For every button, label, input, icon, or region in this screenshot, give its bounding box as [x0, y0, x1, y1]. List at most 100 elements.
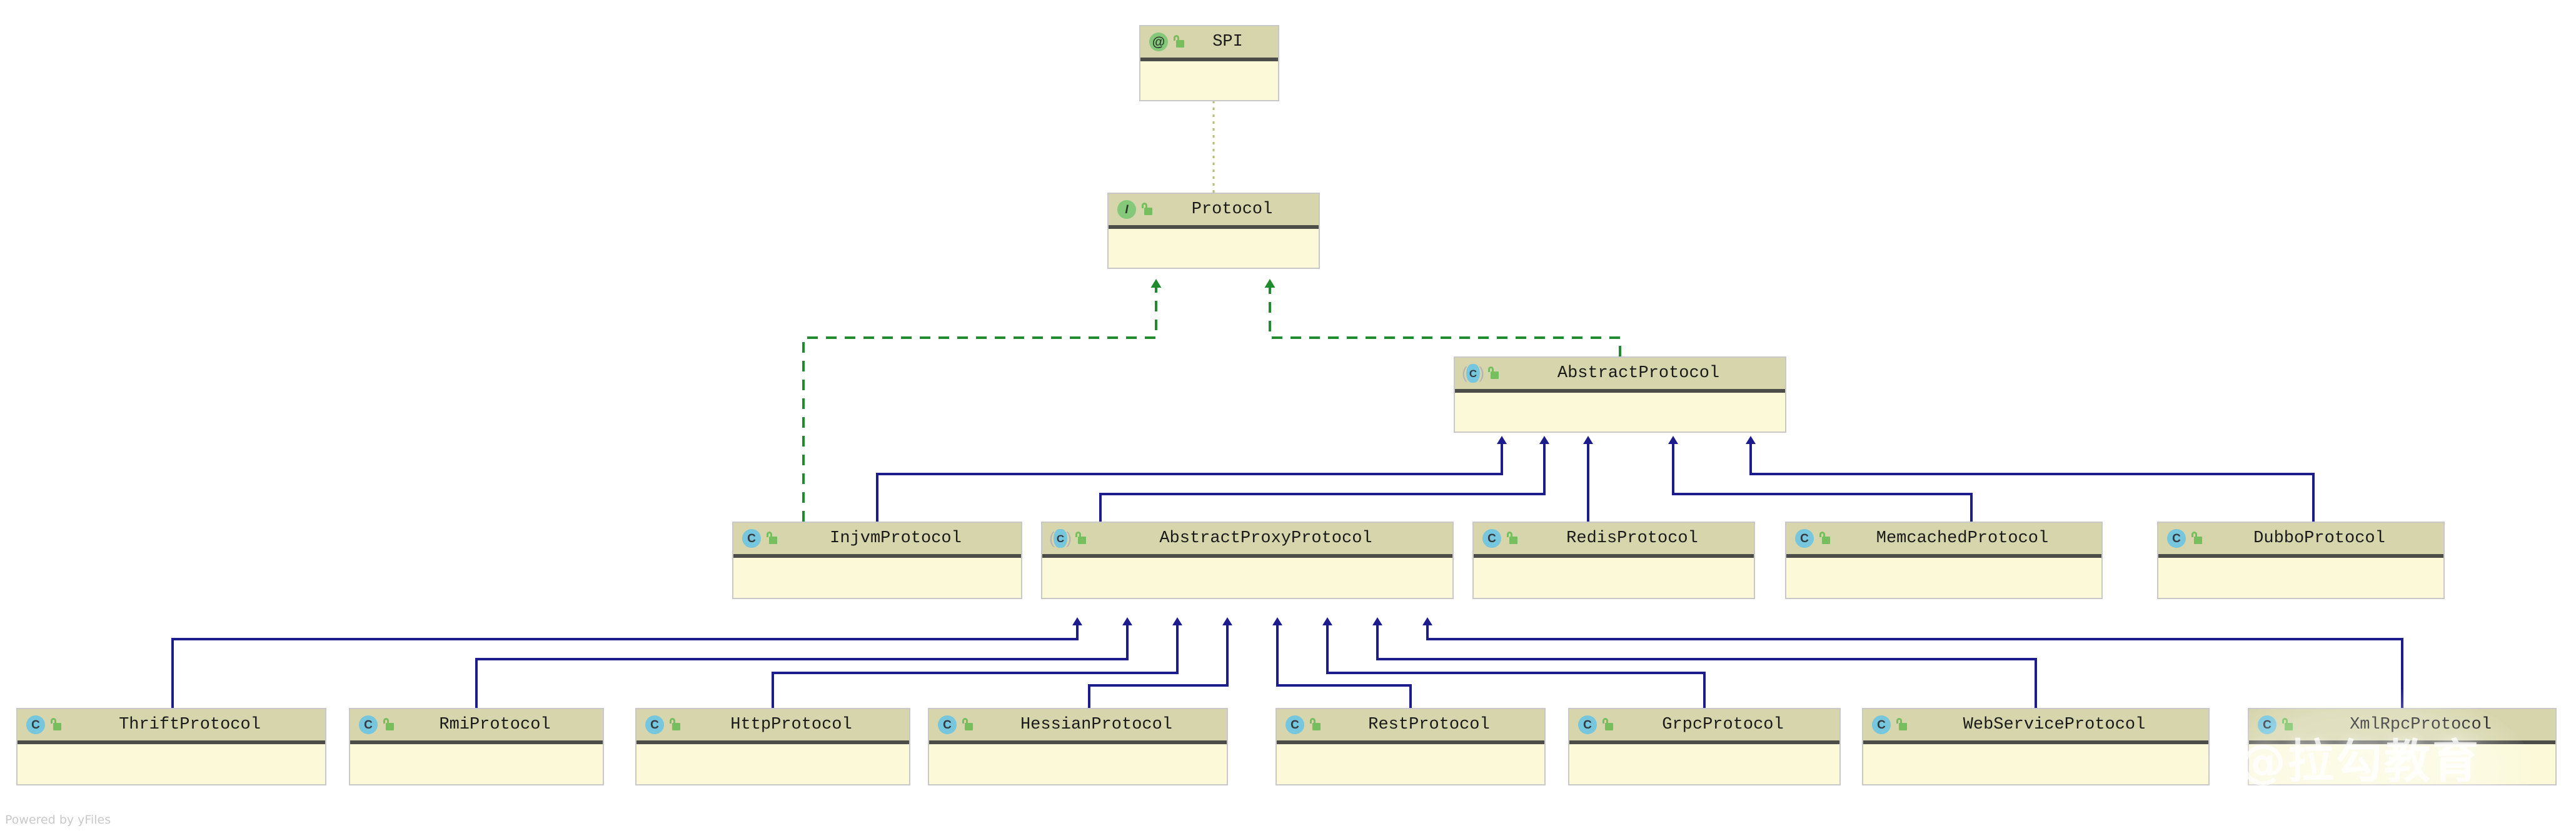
- uml-node-abstractprot[interactable]: ()C AbstractProtocol: [1454, 356, 1786, 433]
- node-header: C WebServiceProtocol: [1863, 709, 2208, 744]
- padlock-body: [1605, 723, 1613, 730]
- node-members-compartment: [1863, 744, 2208, 780]
- node-title: Protocol: [1191, 200, 1273, 219]
- node-members-compartment: [1786, 558, 2101, 594]
- badge-glyph: C: [359, 715, 378, 734]
- padlock-body: [1176, 40, 1184, 48]
- node-header: C RmiProtocol: [350, 709, 603, 744]
- abstract-paren-left-icon: (: [1462, 363, 1467, 382]
- abstract-paren-right-icon: ): [1479, 363, 1484, 382]
- node-members-compartment: [2249, 744, 2555, 780]
- unlocked-padlock-icon: [1601, 718, 1614, 732]
- badge-glyph: C: [2167, 529, 2186, 548]
- edge-abstractproxy-to-abstractprotocol: [1099, 436, 1549, 522]
- class-badge-icon: C: [26, 715, 45, 734]
- node-title: HttpProtocol: [730, 715, 852, 734]
- padlock-shackle: [1310, 718, 1316, 724]
- node-title: InjvmProtocol: [830, 529, 962, 548]
- node-members-compartment: [1042, 558, 1452, 594]
- unlocked-padlock-icon: [382, 718, 395, 732]
- uml-node-protocol[interactable]: I Protocol: [1107, 193, 1320, 269]
- badge-glyph: C: [1285, 715, 1304, 734]
- edge-thrift-to-abstractproxy: [171, 617, 1082, 708]
- node-title: WebServiceProtocol: [1963, 715, 2146, 734]
- node-title: ThriftProtocol: [119, 715, 261, 734]
- node-header: C MemcachedProtocol: [1786, 523, 2101, 558]
- padlock-body: [1899, 723, 1907, 730]
- padlock-body: [1312, 723, 1321, 730]
- padlock-shackle: [1142, 203, 1147, 208]
- node-members-compartment: [350, 744, 603, 780]
- class-badge-icon: C: [1872, 715, 1891, 734]
- edge-rest-to-abstractproxy: [1272, 617, 1412, 708]
- node-header: C HttpProtocol: [636, 709, 909, 744]
- node-members-compartment: [18, 744, 325, 780]
- uml-node-spi[interactable]: @ SPI: [1139, 25, 1279, 101]
- class-badge-icon: ()C: [1049, 528, 1072, 548]
- class-badge-icon: C: [1795, 529, 1814, 548]
- unlocked-padlock-icon: [1506, 532, 1518, 545]
- node-header: C HessianProtocol: [929, 709, 1227, 744]
- node-title: RmiProtocol: [439, 715, 551, 734]
- node-title: MemcachedProtocol: [1876, 529, 2049, 548]
- badge-glyph: C: [1795, 529, 1814, 548]
- abstract-paren-left-icon: (: [1049, 528, 1055, 547]
- unlocked-padlock-icon: [1172, 35, 1185, 49]
- unlocked-padlock-icon: [1309, 718, 1321, 732]
- badge-glyph: C: [645, 715, 664, 734]
- uml-node-hessian[interactable]: C HessianProtocol: [928, 708, 1228, 785]
- class-badge-icon: C: [938, 715, 957, 734]
- class-badge-icon: C: [645, 715, 664, 734]
- node-members-compartment: [636, 744, 909, 780]
- unlocked-padlock-icon: [1074, 532, 1087, 545]
- uml-node-http[interactable]: C HttpProtocol: [635, 708, 910, 785]
- node-header: @ SPI: [1140, 26, 1278, 61]
- padlock-body: [1491, 371, 1499, 379]
- padlock-shackle: [1896, 718, 1902, 724]
- badge-glyph: C: [2258, 715, 2277, 734]
- class-badge-icon: C: [1578, 715, 1597, 734]
- edge-webservice-to-abstractproxy: [1372, 617, 2037, 708]
- uml-node-thrift[interactable]: C ThriftProtocol: [16, 708, 326, 785]
- interface-badge-icon: I: [1117, 200, 1136, 219]
- badge-glyph: C: [1466, 364, 1480, 383]
- node-title: AbstractProtocol: [1557, 364, 1720, 383]
- edge-abstractprotocol-to-protocol: [1264, 279, 1621, 356]
- node-title: HessianProtocol: [1020, 715, 1173, 734]
- uml-node-webservice[interactable]: C WebServiceProtocol: [1862, 708, 2210, 785]
- badge-glyph: @: [1149, 33, 1168, 51]
- uml-node-rmi[interactable]: C RmiProtocol: [349, 708, 604, 785]
- padlock-shackle: [1819, 532, 1825, 537]
- node-header: I Protocol: [1109, 194, 1319, 229]
- uml-node-memcached[interactable]: C MemcachedProtocol: [1785, 522, 2103, 599]
- node-title: SPI: [1212, 33, 1243, 51]
- unlocked-padlock-icon: [1818, 532, 1831, 545]
- node-members-compartment: [733, 558, 1021, 594]
- class-badge-icon: C: [2258, 715, 2277, 734]
- unlocked-padlock-icon: [2281, 718, 2293, 732]
- class-badge-icon: C: [359, 715, 378, 734]
- padlock-shackle: [1602, 718, 1608, 724]
- uml-node-injvm[interactable]: C InjvmProtocol: [732, 522, 1022, 599]
- padlock-shackle: [1075, 532, 1081, 537]
- unlocked-padlock-icon: [2190, 532, 2203, 545]
- padlock-body: [386, 723, 394, 730]
- node-members-compartment: [1277, 744, 1544, 780]
- edge-injvm-to-abstractprotocol: [876, 436, 1507, 522]
- unlocked-padlock-icon: [668, 718, 681, 732]
- padlock-shackle: [767, 532, 772, 537]
- padlock-body: [2285, 723, 2293, 730]
- badge-glyph: C: [742, 529, 761, 548]
- edge-hessian-to-abstractproxy: [1088, 617, 1232, 708]
